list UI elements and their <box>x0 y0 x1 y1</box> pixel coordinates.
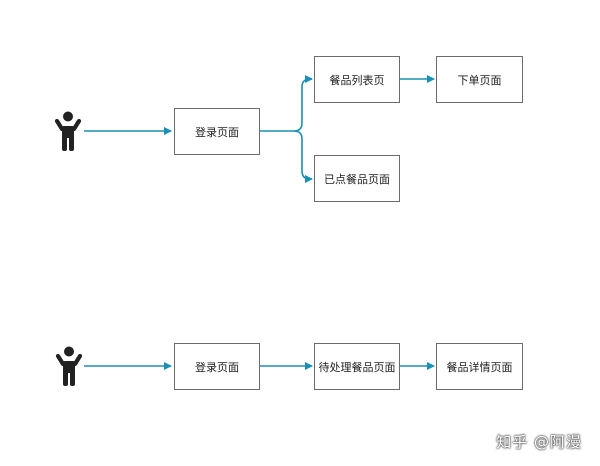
actor-icon <box>54 111 82 151</box>
arrow-login-to-menu-list <box>260 75 313 132</box>
node-login-2: 登录页面 <box>174 343 260 390</box>
actor-icon <box>55 346 83 386</box>
arrow-login-to-ordered <box>293 130 313 183</box>
node-detail: 餐品详情页面 <box>436 343 523 390</box>
node-ordered: 已点餐品页面 <box>314 155 400 202</box>
node-order: 下单页面 <box>436 56 523 103</box>
node-pending: 待处理餐品页面 <box>314 343 400 390</box>
node-menu-list: 餐品列表页 <box>314 56 400 103</box>
node-login-1: 登录页面 <box>174 108 260 155</box>
watermark: 知乎 @阿漫 <box>496 433 582 451</box>
